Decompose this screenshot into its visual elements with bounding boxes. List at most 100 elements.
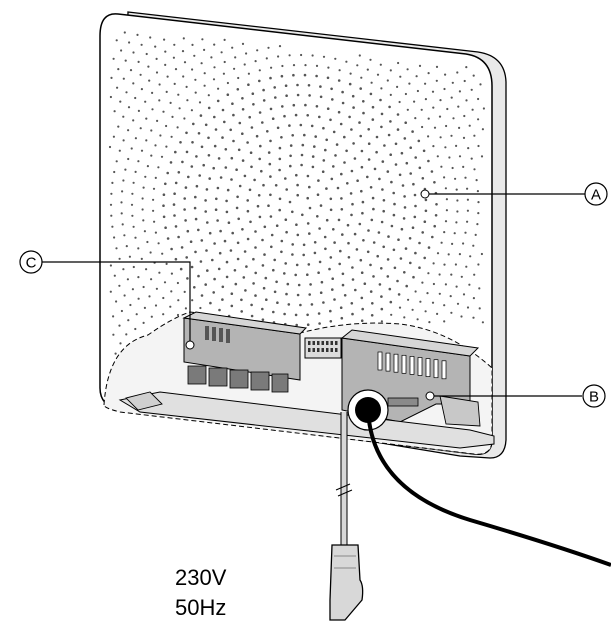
perforation-hole [145, 139, 148, 142]
perforation-hole [257, 194, 261, 197]
perforation-hole [466, 198, 469, 201]
perforation-hole [318, 260, 322, 264]
perforation-hole [325, 187, 328, 190]
perforation-hole [189, 240, 193, 243]
perforation-hole [280, 136, 283, 139]
perforation-hole [455, 221, 458, 224]
perforation-hole [295, 173, 298, 177]
perforation-hole [456, 210, 459, 213]
perforation-hole [275, 280, 278, 284]
perforation-hole [212, 291, 215, 294]
perforation-hole [380, 87, 383, 90]
perforation-hole [154, 144, 157, 147]
perforation-hole [250, 303, 253, 307]
perforation-hole [397, 293, 401, 296]
perforation-hole [183, 208, 186, 211]
perforation-hole [292, 73, 295, 77]
perforation-hole [366, 175, 369, 179]
perforation-hole [230, 304, 234, 308]
perforation-hole [246, 199, 249, 202]
perforation-hole [237, 76, 240, 80]
perforation-hole [184, 307, 187, 310]
perforation-hole [195, 184, 199, 188]
perforation-hole [123, 234, 126, 237]
perforation-hole [409, 261, 412, 265]
perforation-hole [194, 195, 197, 199]
perforation-hole [243, 63, 246, 66]
perforation-hole [226, 93, 230, 96]
perforation-hole [308, 185, 311, 189]
perforation-hole [272, 310, 275, 314]
perforation-hole [331, 98, 334, 101]
perforation-hole [118, 324, 121, 327]
perforation-hole [380, 125, 383, 129]
perforation-hole [223, 239, 227, 243]
perforation-hole [112, 315, 115, 318]
perforation-hole [480, 252, 483, 256]
perforation-hole [445, 198, 448, 201]
perforation-hole [185, 85, 188, 88]
perforation-hole [258, 111, 262, 114]
perforation-hole [369, 290, 373, 293]
perforation-hole [361, 211, 364, 215]
perforation-hole [366, 250, 370, 254]
perforation-hole [147, 65, 150, 68]
perforation-hole [455, 144, 458, 147]
perforation-hole [203, 84, 206, 87]
perforation-hole [288, 124, 291, 127]
perforation-hole [421, 177, 425, 180]
perforation-hole [194, 250, 197, 254]
perforation-hole [258, 79, 261, 83]
perforation-hole [465, 66, 468, 69]
perforation-hole [307, 263, 311, 266]
right-terminal [439, 395, 481, 427]
perforation-hole [332, 130, 336, 134]
perforation-hole [223, 60, 226, 64]
perforation-hole [119, 342, 122, 345]
perforation-hole [136, 33, 139, 37]
perforation-hole [389, 300, 393, 304]
perforation-hole [343, 294, 347, 297]
perforation-hole [325, 138, 329, 142]
perforation-hole [174, 68, 178, 71]
perforation-hole [162, 204, 165, 207]
perforation-hole [231, 102, 234, 105]
perforation-hole [233, 269, 237, 272]
perforation-hole [173, 192, 176, 195]
perforation-hole [177, 299, 180, 302]
perforation-hole [337, 79, 341, 82]
perforation-hole [263, 253, 266, 256]
perforation-hole [296, 193, 300, 197]
center-connector [304, 337, 342, 359]
perforation-hole [201, 38, 204, 41]
perforation-hole [308, 94, 311, 97]
perforation-hole [427, 117, 430, 120]
perforation-hole [311, 165, 315, 169]
perforation-hole [146, 165, 149, 168]
perforation-hole [427, 272, 430, 275]
perforation-hole [434, 214, 438, 217]
perforation-hole [125, 333, 128, 336]
perforation-hole [436, 312, 439, 315]
perforation-hole [272, 268, 275, 272]
perforation-hole [154, 304, 158, 307]
perforation-hole [204, 199, 207, 202]
perforation-hole [387, 235, 390, 238]
perforation-hole [159, 134, 162, 137]
perforation-hole [289, 144, 293, 147]
perforation-hole [404, 247, 408, 250]
perforation-hole [412, 182, 415, 186]
perforation-hole [278, 146, 282, 150]
perforation-hole [403, 206, 407, 209]
perforation-hole [464, 176, 467, 179]
callout-c: C [19, 250, 43, 274]
perforation-hole [243, 250, 247, 253]
perforation-hole [161, 252, 164, 255]
perforation-hole [335, 143, 339, 146]
perforation-hole [132, 82, 135, 85]
perforation-hole [402, 217, 406, 220]
perforation-hole [349, 192, 353, 195]
perforation-hole [273, 86, 277, 89]
perforation-hole [208, 177, 211, 180]
perforation-hole [322, 126, 325, 130]
